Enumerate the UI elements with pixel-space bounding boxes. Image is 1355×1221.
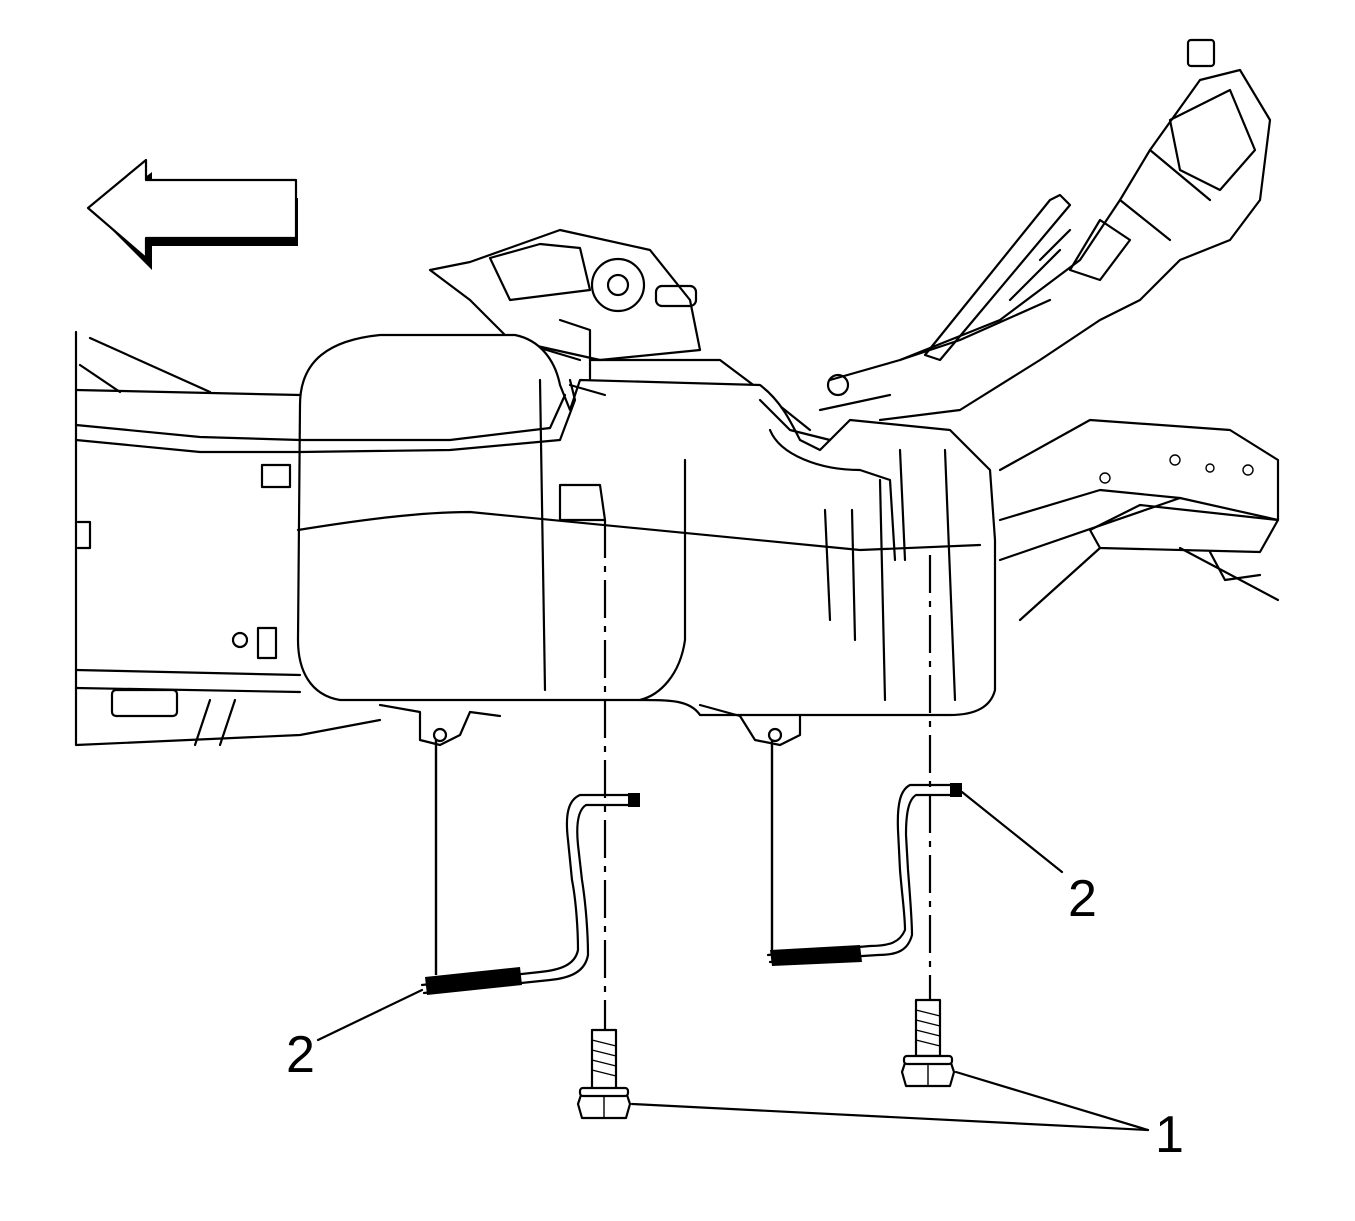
fuel-tank-strap-left <box>420 793 640 995</box>
strap-hangers <box>378 703 802 747</box>
bolt-left-icon <box>576 1028 632 1120</box>
front-direction-arrow-icon <box>86 158 298 270</box>
fuel-tank-strap-right <box>766 783 962 966</box>
strap-alignment-lines <box>434 740 774 975</box>
bolt-centerlines <box>603 520 932 1030</box>
callout-2-strap-left: 2 <box>286 1026 315 1084</box>
fuel-tank <box>74 333 997 717</box>
callout-1-bolts: 1 <box>1155 1106 1184 1164</box>
fuel-filler-pipe <box>818 38 1272 422</box>
frame-rail <box>74 330 382 747</box>
callout-2-strap-right: 2 <box>1068 870 1097 928</box>
leader-lines <box>316 790 1150 1132</box>
frame-rail-right <box>998 418 1280 622</box>
bolt-right-icon <box>900 998 956 1088</box>
